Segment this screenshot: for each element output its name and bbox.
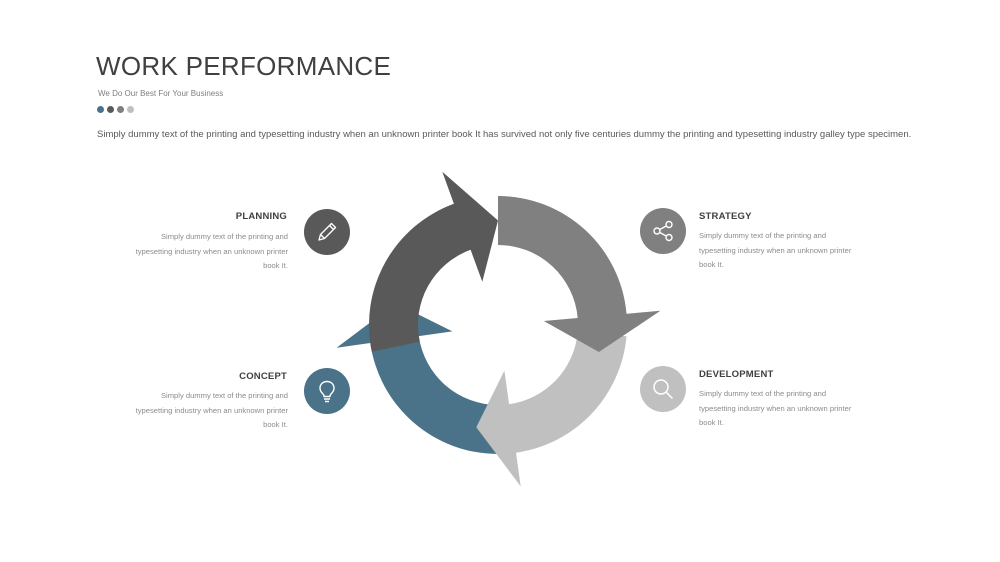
development-desc: Simply dummy text of the printing and ty… [699, 389, 852, 427]
arrow-development [476, 332, 627, 487]
strategy-icon-circle [640, 208, 686, 254]
development-icon-circle [640, 366, 686, 412]
dot-4 [127, 106, 134, 113]
search-icon [653, 379, 673, 399]
concept-icon-circle [304, 368, 350, 414]
pencil-icon [318, 222, 337, 241]
planning-title: PLANNING [235, 211, 287, 222]
decorative-dots [97, 106, 134, 113]
intro-text: Simply dummy text of the printing and ty… [97, 129, 912, 140]
arrow-planning [368, 171, 498, 352]
page-title: WORK PERFORMANCE [96, 51, 392, 81]
planning-icon-circle [304, 209, 350, 255]
strategy-title: STRATEGY [699, 211, 752, 222]
dot-2 [107, 106, 114, 113]
page-subtitle: We Do Our Best For Your Business [98, 89, 224, 98]
concept-title: CONCEPT [239, 371, 287, 382]
dot-1 [97, 106, 104, 113]
arrow-strategy [498, 196, 661, 352]
dot-3 [117, 106, 124, 113]
share-icon [653, 220, 673, 242]
development-title: DEVELOPMENT [699, 369, 774, 380]
lightbulb-icon [319, 380, 335, 403]
planning-desc: Simply dummy text of the printing and ty… [135, 232, 288, 270]
concept-desc: Simply dummy text of the printing and ty… [135, 391, 288, 429]
strategy-desc: Simply dummy text of the printing and ty… [699, 231, 852, 269]
